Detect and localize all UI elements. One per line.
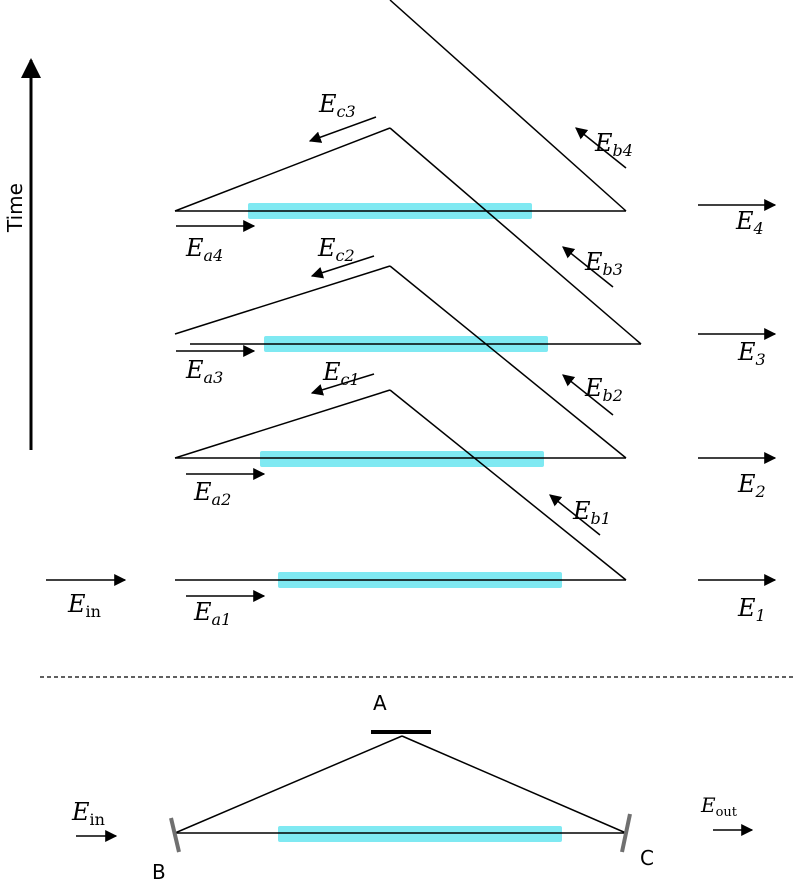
label-Eb1: Eb1 — [572, 497, 611, 528]
label-mirror-A: A — [373, 691, 387, 715]
path-return-2 — [389, 265, 627, 459]
path-down-4 — [174, 127, 391, 212]
arrow-Ec1 — [310, 373, 375, 396]
label-E4: E4 — [735, 207, 764, 238]
mirror-C — [620, 813, 632, 853]
arrow-Ec3 — [308, 116, 377, 143]
label-Eb2: Eb2 — [584, 374, 623, 405]
label-Ea2: Ea2 — [193, 478, 231, 509]
arrow-Eb3 — [562, 246, 614, 288]
cavity-beam-ac — [401, 735, 627, 834]
label-Ec3: Ec3 — [318, 90, 356, 121]
label-mirror-C: C — [640, 846, 654, 870]
label-E3: E3 — [737, 338, 766, 369]
label-E-in-top: Ein — [67, 590, 101, 621]
label-Ea4: Ea4 — [185, 234, 223, 265]
arrow-Eb1 — [549, 494, 601, 536]
label-E-out: Eout — [700, 793, 738, 820]
path-down-2 — [174, 389, 391, 459]
label-E-in-bottom: Ein — [71, 798, 105, 829]
label-Ec2: Ec2 — [317, 234, 355, 265]
path-return-4 — [389, 0, 627, 212]
mirror-B — [169, 817, 181, 853]
label-E1: E1 — [737, 594, 766, 625]
arrow-Eb2 — [562, 374, 614, 416]
path-down-3 — [174, 265, 391, 335]
crystal-round-2 — [260, 451, 544, 467]
path-return-1 — [389, 389, 627, 581]
time-axis-label: Time — [3, 183, 27, 233]
label-Ea3: Ea3 — [185, 356, 223, 387]
path-return-3 — [389, 127, 642, 345]
arrow-Ec2 — [310, 255, 375, 279]
cavity-beam-ba — [174, 735, 403, 834]
label-E2: E2 — [737, 470, 766, 501]
arrow-Eb4 — [575, 127, 627, 169]
label-Eb4: Eb4 — [594, 129, 633, 160]
cavity-crystal — [278, 826, 562, 842]
label-Ea1: Ea1 — [193, 598, 231, 629]
label-mirror-B: B — [152, 860, 166, 884]
label-Eb3: Eb3 — [584, 248, 623, 279]
label-Ec1: Ec1 — [322, 358, 360, 389]
